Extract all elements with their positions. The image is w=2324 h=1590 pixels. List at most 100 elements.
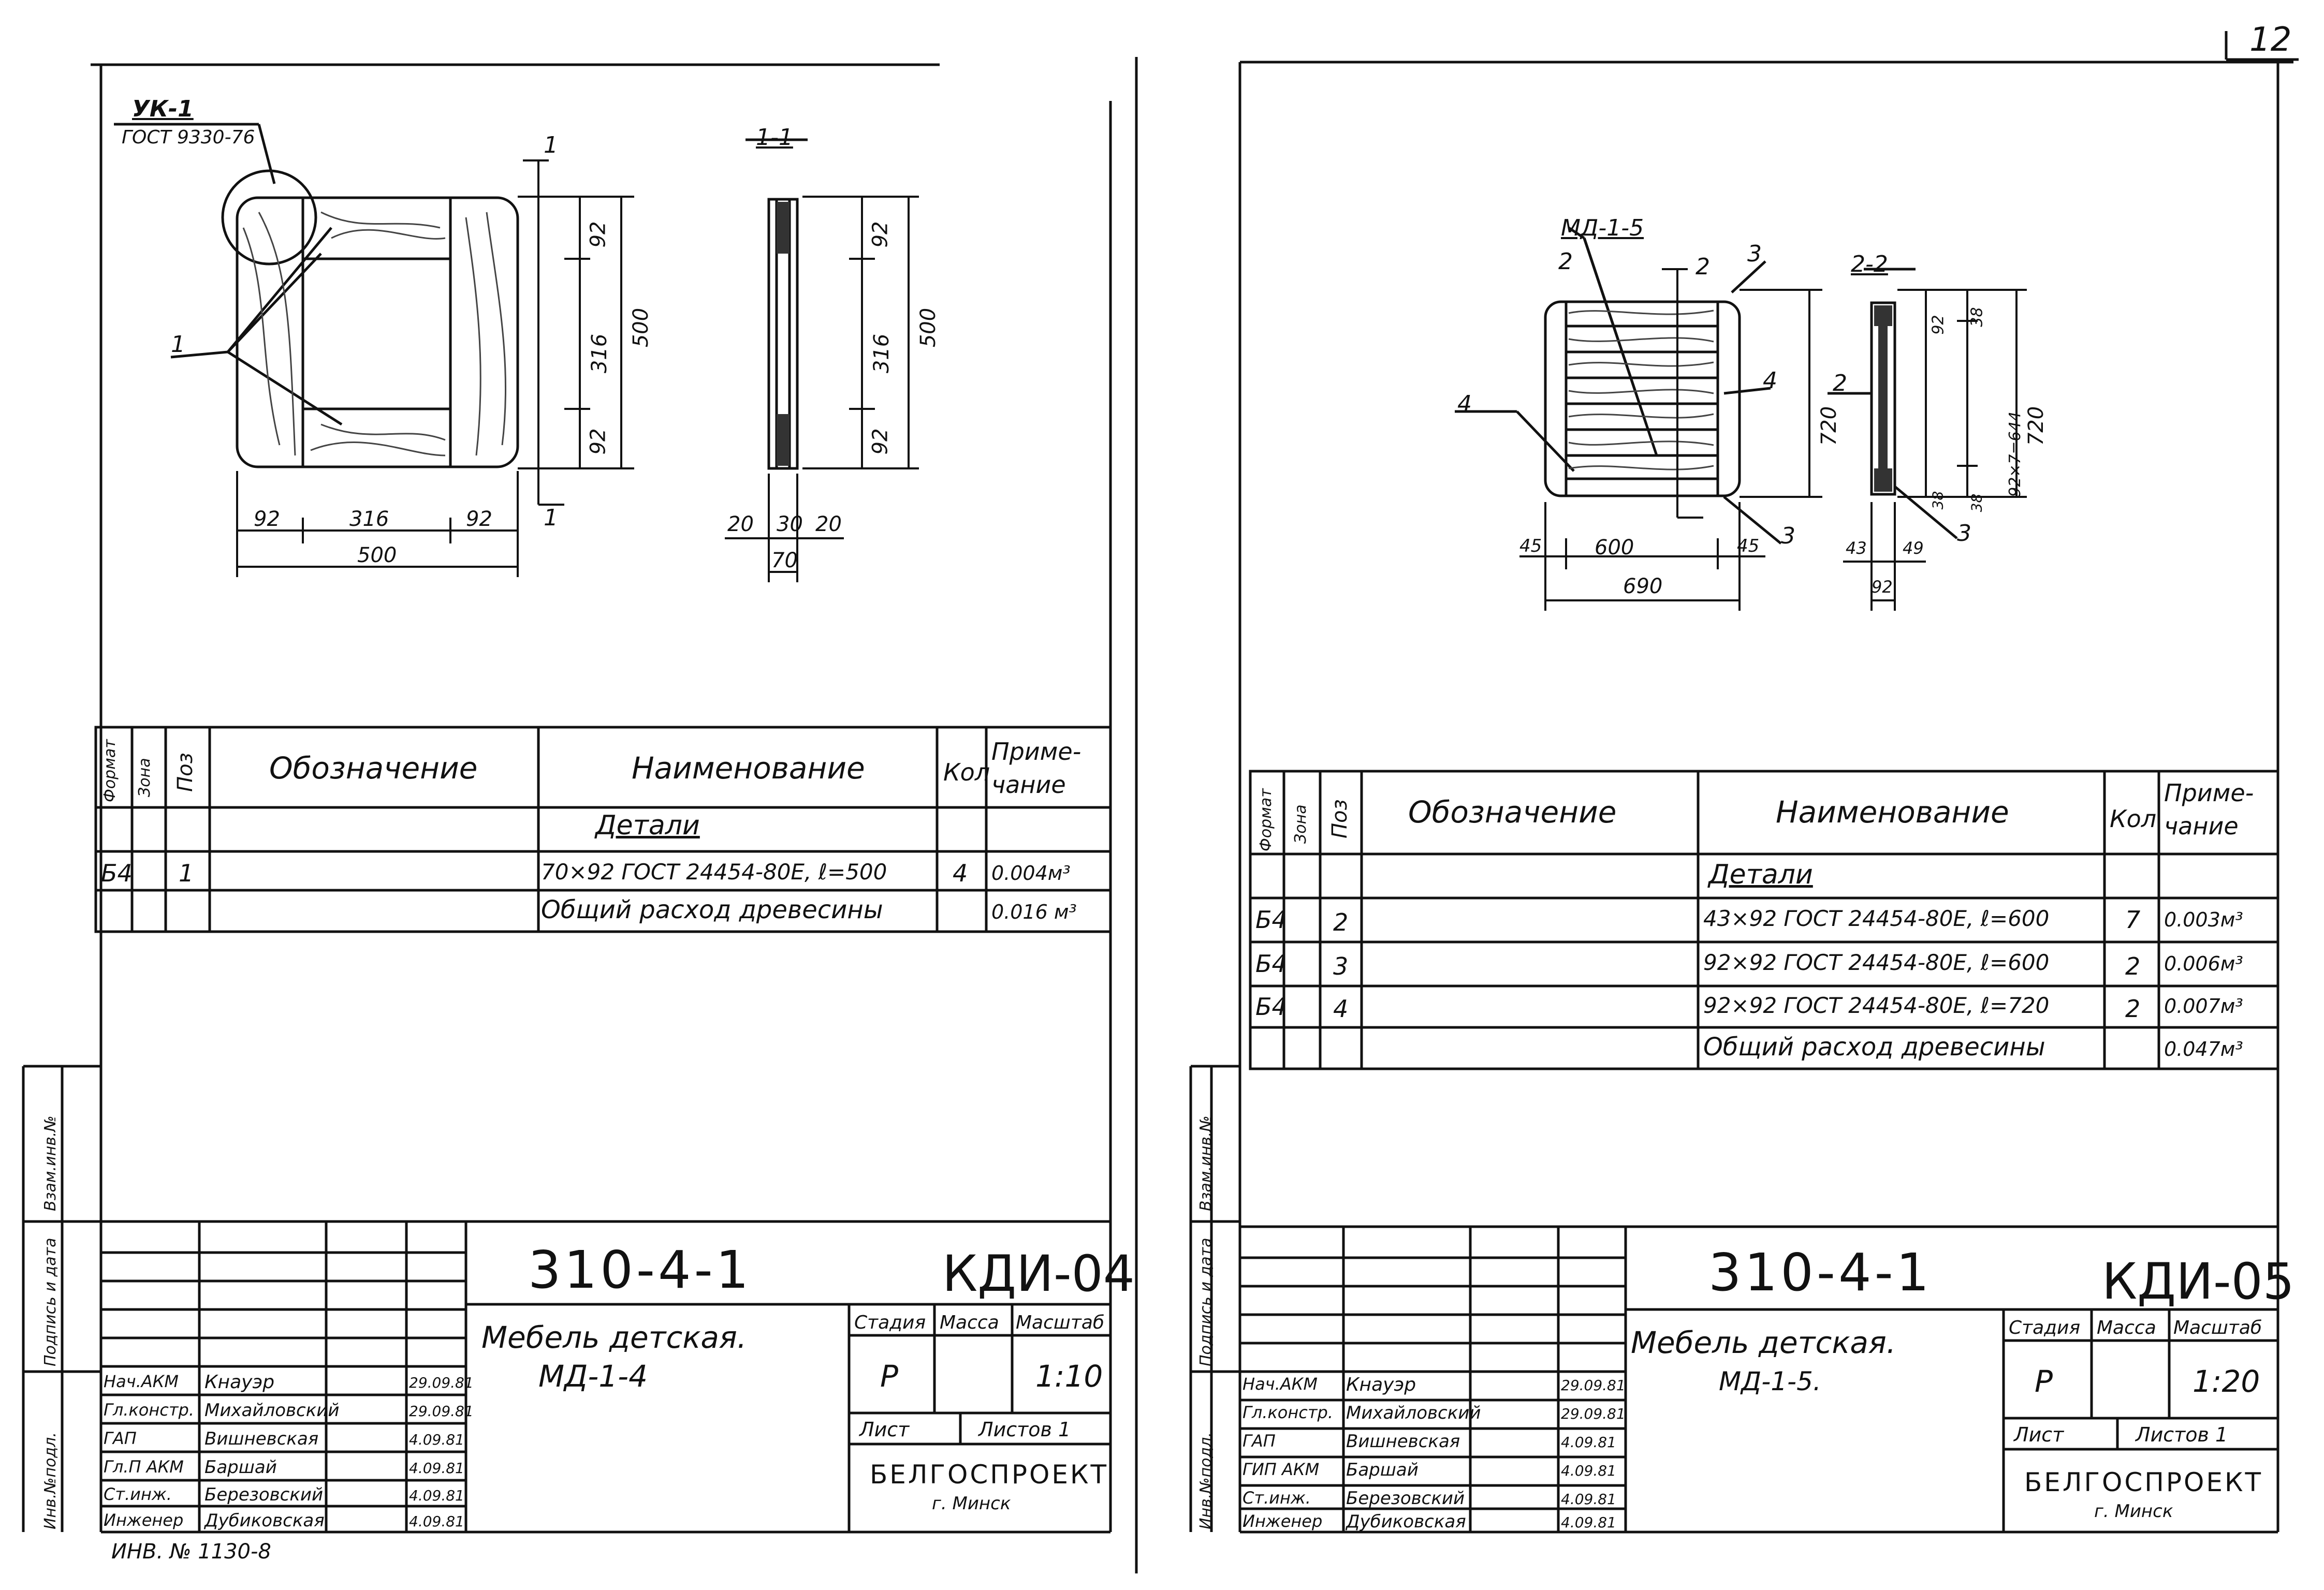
board-dim-h-4: 690	[1623, 575, 1663, 598]
dim-v-1: 92	[586, 221, 610, 248]
tb-name-2-right: Михайловский	[1346, 1403, 1481, 1423]
tb-name-6-left: Дубиковская	[204, 1510, 325, 1531]
tb-name-4-left: Баршай	[204, 1457, 277, 1478]
hdr-designation: Обозначение	[269, 750, 478, 786]
hdr-designation-r: Обозначение	[1408, 794, 1617, 830]
tb-role-5-right: Ст.инж.	[1243, 1488, 1311, 1508]
frame-elevation	[114, 123, 519, 468]
dim-v-3: 92	[586, 428, 610, 455]
tb-role-3-right: ГАП	[1243, 1431, 1276, 1451]
tb-sheet-label-right: Лист	[2014, 1423, 2064, 1446]
tb-mass-label-right: Масса	[2097, 1317, 2156, 1338]
tb-role-2-right: Гл.констр.	[1243, 1403, 1333, 1422]
tb-date-5-left: 4.09.81	[409, 1487, 464, 1504]
sec-dim-h-1: 20	[727, 512, 754, 536]
tb-sheets-label-left: Листов 1	[978, 1418, 1071, 1441]
hdr-note: Приме- чание	[991, 738, 1081, 799]
tb-name-5-right: Березовский	[1346, 1488, 1465, 1509]
sec2-dim-v-5: 38	[1929, 491, 1947, 510]
hdr-zone-r: Зона	[1292, 804, 1310, 844]
sec2-dim-v-1: 92	[1929, 315, 1948, 335]
sec-dim-h-2: 30	[777, 512, 803, 536]
sec-dim-v-3: 92	[868, 428, 893, 455]
tb-name-3-left: Вишневская	[204, 1429, 319, 1449]
label-2-b: 2	[1696, 254, 1710, 280]
side-label-1-right: Взам.инв.№	[1197, 1115, 1215, 1211]
sheet-number: 12	[2249, 21, 2292, 59]
r-row1-note: 0.003м³	[2164, 908, 2243, 931]
board-elevation	[1455, 226, 1782, 544]
row1-note: 0.004м³	[991, 862, 1071, 885]
sec2-dim-h-3: 92	[1872, 577, 1893, 597]
board-dim-v: 720	[1817, 406, 1841, 446]
tb-date-5-right: 4.09.81	[1561, 1491, 1616, 1508]
part-label: 1	[171, 331, 185, 358]
sec-dim-v-1: 92	[868, 221, 893, 248]
section-2-2-hatch	[1874, 305, 1892, 492]
tb-city-right: г. Минск	[2094, 1501, 2173, 1522]
sec-dim-v-2: 316	[870, 333, 894, 374]
tb-role-5-left: Ст.инж.	[104, 1484, 172, 1504]
row1-name: 70×92 ГОСТ 24454-80Е, ℓ=500	[541, 859, 887, 885]
tb-stage-label-right: Стадия	[2009, 1317, 2081, 1338]
r-row4-note: 0.047м³	[2164, 1038, 2243, 1061]
r-row1-format: Б4	[1255, 906, 1287, 934]
tb-date-6-left: 4.09.81	[409, 1513, 464, 1530]
tb-name-5-left: Березовский	[204, 1484, 324, 1505]
r-row1-pos: 2	[1333, 908, 1349, 936]
r-row2-qty: 2	[2125, 952, 2141, 980]
item-title: МД-1-5	[1561, 215, 1644, 241]
r-row2-format: Б4	[1255, 950, 1287, 978]
r-row3-qty: 2	[2125, 995, 2141, 1023]
tb-date-3-right: 4.09.81	[1561, 1434, 1616, 1451]
hdr-zone: Зона	[136, 758, 154, 797]
tb-mass-label-left: Масса	[940, 1312, 999, 1333]
sec-dim-h-4: 70	[771, 549, 798, 572]
label-3-b: 3	[1781, 523, 1795, 549]
label-3-c: 3	[1957, 520, 1971, 547]
spec-section-title-r: Детали	[1708, 859, 1813, 890]
dim-v-4: 500	[629, 307, 653, 348]
board-dim-h-1: 45	[1519, 536, 1542, 556]
dim-v-2: 316	[588, 333, 612, 374]
side-label-2-left: Подпись и дата	[41, 1238, 60, 1367]
r-row2-name: 92×92 ГОСТ 24454-80Е, ℓ=600	[1703, 950, 2050, 975]
section-mark-bottom: 1	[544, 505, 558, 531]
tb-role-2-left: Гл.констр.	[104, 1400, 194, 1420]
tb-date-4-left: 4.09.81	[409, 1460, 464, 1477]
tb-role-1-left: Нач.АКМ	[104, 1372, 179, 1391]
section-2-2	[1828, 268, 1958, 539]
tb-date-1-right: 29.09.81	[1561, 1377, 1626, 1394]
sec-dim-v-4: 500	[916, 307, 941, 348]
hdr-format: Формат	[101, 739, 119, 802]
sec2-dim-h-2: 49	[1903, 538, 1924, 558]
tb-scale-label-right: Масштаб	[2173, 1317, 2262, 1338]
tb-scale-right: 1:20	[2193, 1364, 2260, 1399]
wood-grain-left	[242, 211, 507, 457]
tb-title2-left: МД-1-4	[538, 1359, 648, 1394]
sec2-dim-v-2: 38	[1968, 307, 1986, 327]
r-row2-note: 0.006м³	[2164, 952, 2243, 975]
label-4-b: 4	[1457, 391, 1472, 417]
row2-name: Общий расход древесины	[541, 895, 883, 924]
callout-title: УК-1	[132, 96, 194, 122]
tb-role-3-left: ГАП	[104, 1429, 137, 1448]
row2-note: 0.016 м³	[991, 901, 1077, 923]
spec-section-title: Детали	[595, 810, 700, 841]
tb-title1-left: Мебель детская.	[481, 1320, 747, 1355]
section-title-2-2: 2-2	[1851, 251, 1888, 277]
label-2-c: 2	[1833, 370, 1847, 396]
hdr-pos: Поз	[173, 753, 197, 792]
dim-h-3: 92	[466, 507, 492, 531]
tb-title2-right: МД-1-5.	[1719, 1366, 1821, 1396]
tb-role-1-right: Нач.АКМ	[1243, 1374, 1318, 1394]
inventory-number: ИНВ. № 1130-8	[111, 1540, 271, 1564]
side-label-3-right: Инв.№подл.	[1197, 1432, 1215, 1529]
hdr-qty-r: Кол	[2110, 805, 2157, 833]
side-label-2-right: Подпись и дата	[1197, 1238, 1215, 1367]
tb-name-3-right: Вишневская	[1346, 1431, 1460, 1452]
label-4-a: 4	[1763, 367, 1777, 394]
dim-h-2: 316	[349, 507, 389, 531]
tb-date-1-left: 29.09.81	[409, 1374, 474, 1391]
r-row3-pos: 4	[1333, 995, 1349, 1023]
